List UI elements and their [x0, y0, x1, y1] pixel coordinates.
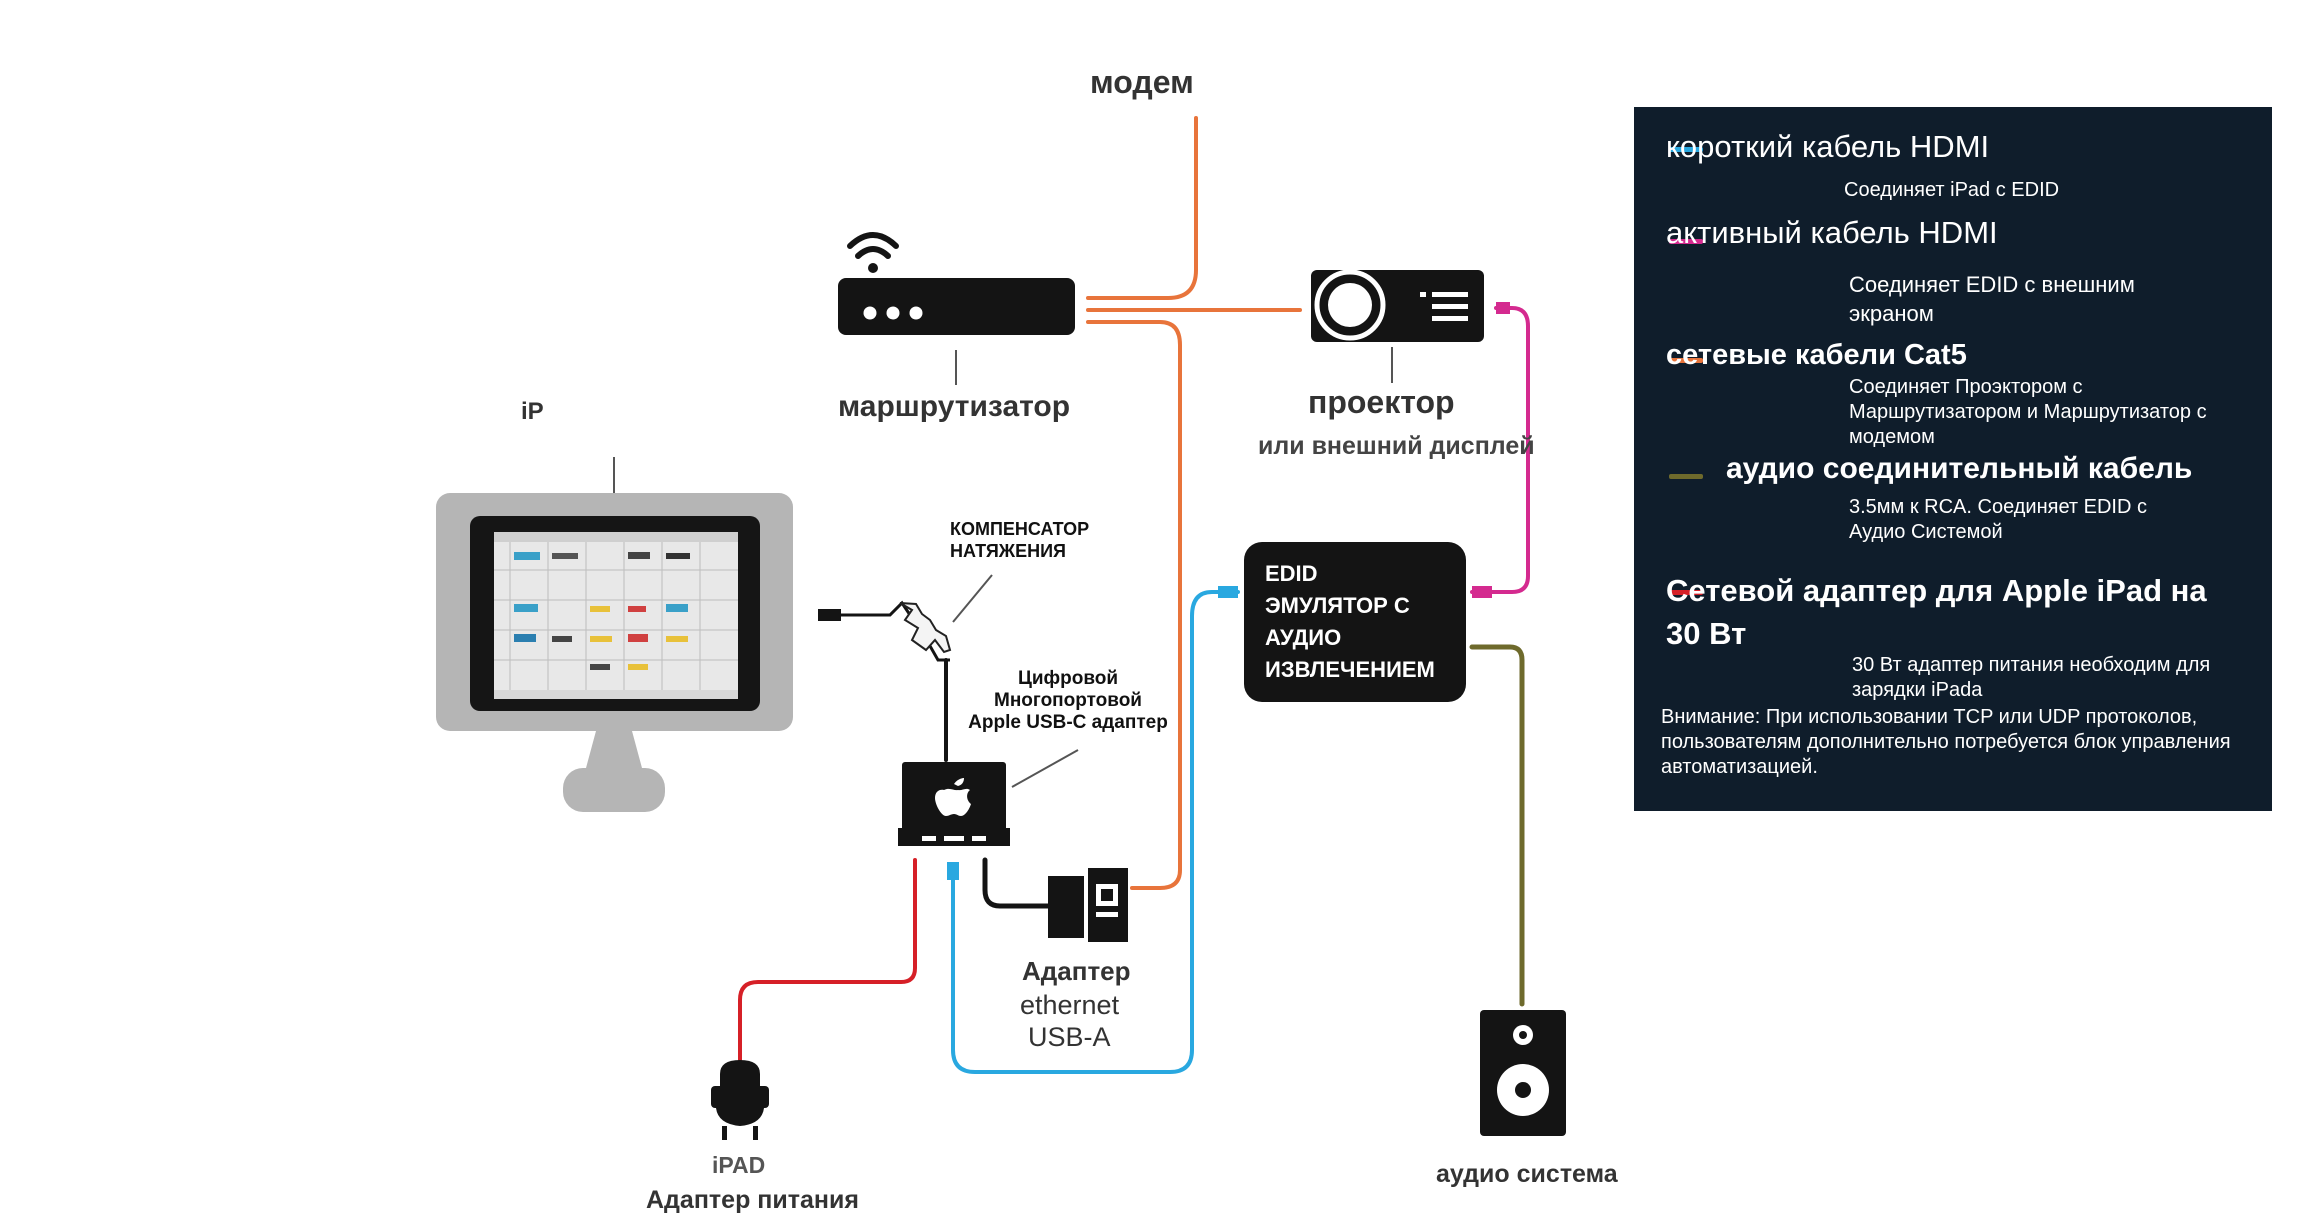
- legend-swatch-power: [1669, 590, 1703, 595]
- legend-desc-hdmi-active: Соединяет EDID с внешним экраном: [1849, 272, 2135, 326]
- power-adapter-label-1: iPAD: [712, 1152, 766, 1178]
- projector-sublabel: или внешний дисплей: [1258, 432, 1535, 460]
- legend-note: Внимание: При использовании TCP или UDP …: [1661, 706, 2231, 778]
- legend-desc-hdmi-short: Соединяет iPad с EDID: [1844, 179, 2060, 201]
- cable-adapter-ethernet: [982, 857, 1051, 909]
- ethernet-adapter-icon: [1048, 868, 1128, 942]
- legend-desc-cat5: Соединяет Проэктором с Маршрутизатором и…: [1849, 376, 2207, 448]
- cable-router-ethernet: [1086, 320, 1182, 890]
- wifi-router-icon: [838, 232, 1075, 335]
- ethernet-adapter-label-2: ethernet: [1020, 990, 1120, 1020]
- ethernet-adapter-label-3: USB-A: [1028, 1022, 1111, 1052]
- strain-relief-icon: [818, 600, 952, 662]
- cable-edid-audio: [1469, 644, 1525, 1007]
- legend-panel: короткий кабель HDMI Соединяет iPad с ED…: [1634, 107, 2272, 811]
- legend-swatch-audio: [1669, 474, 1703, 479]
- cable-adapter-edid: [951, 590, 1240, 1074]
- cable-power: [738, 858, 917, 1062]
- usb-c-adapter-label: Цифровой Многопортовой Apple USB-C адапт…: [968, 668, 1168, 733]
- power-plug-icon: [711, 1060, 769, 1140]
- legend-desc-power: 30 Вт адаптер питания необходим для заря…: [1852, 654, 2211, 701]
- legend-swatch-hdmi-active: [1669, 239, 1703, 244]
- edid-emulator-box: [1244, 542, 1466, 702]
- router-label: маршрутизатор: [838, 390, 1071, 423]
- legend-title-hdmi-short: короткий кабель HDMI: [1666, 129, 1990, 164]
- legend-desc-audio: 3.5мм к RCA. Соединяет EDID с Аудио Сист…: [1849, 496, 2147, 543]
- legend-title-audio: аудио соединительный кабель: [1726, 452, 2193, 485]
- strain-relief-label: КОМПЕНСАТОР НАТЯЖЕНИЯ: [950, 519, 1090, 561]
- legend-swatch-hdmi-short: [1669, 147, 1703, 152]
- apple-adapter-icon: [898, 762, 1010, 846]
- audio-system-label: аудио система: [1436, 1160, 1618, 1188]
- cable-edid-projector: [1470, 306, 1530, 594]
- projector-icon: [1311, 269, 1484, 342]
- ipad-kiosk-icon: [436, 493, 793, 812]
- power-adapter-label-2: Адаптер питания: [646, 1186, 859, 1214]
- legend-title-hdmi-active: активный кабель HDMI: [1666, 215, 1998, 250]
- edid-emulator-label: EDID ЭМУЛЯТОР С АУДИО ИЗВЛЕЧЕНИЕМ: [1265, 561, 1435, 682]
- projector-label: проектор: [1308, 384, 1455, 420]
- cable-router-modem: [1086, 116, 1198, 300]
- legend-title-cat5: сетевые кабели Cat5: [1666, 339, 1967, 371]
- ethernet-adapter-label-1: Адаптер: [1022, 956, 1131, 986]
- ipad-label: iPad: [521, 398, 543, 425]
- legend-title-power: Сетевой адаптер для Apple iPad на 30 Вт: [1666, 573, 2207, 651]
- legend-swatch-cat5: [1669, 358, 1703, 363]
- speaker-icon: [1480, 1010, 1566, 1136]
- modem-label: модем: [1090, 64, 1194, 100]
